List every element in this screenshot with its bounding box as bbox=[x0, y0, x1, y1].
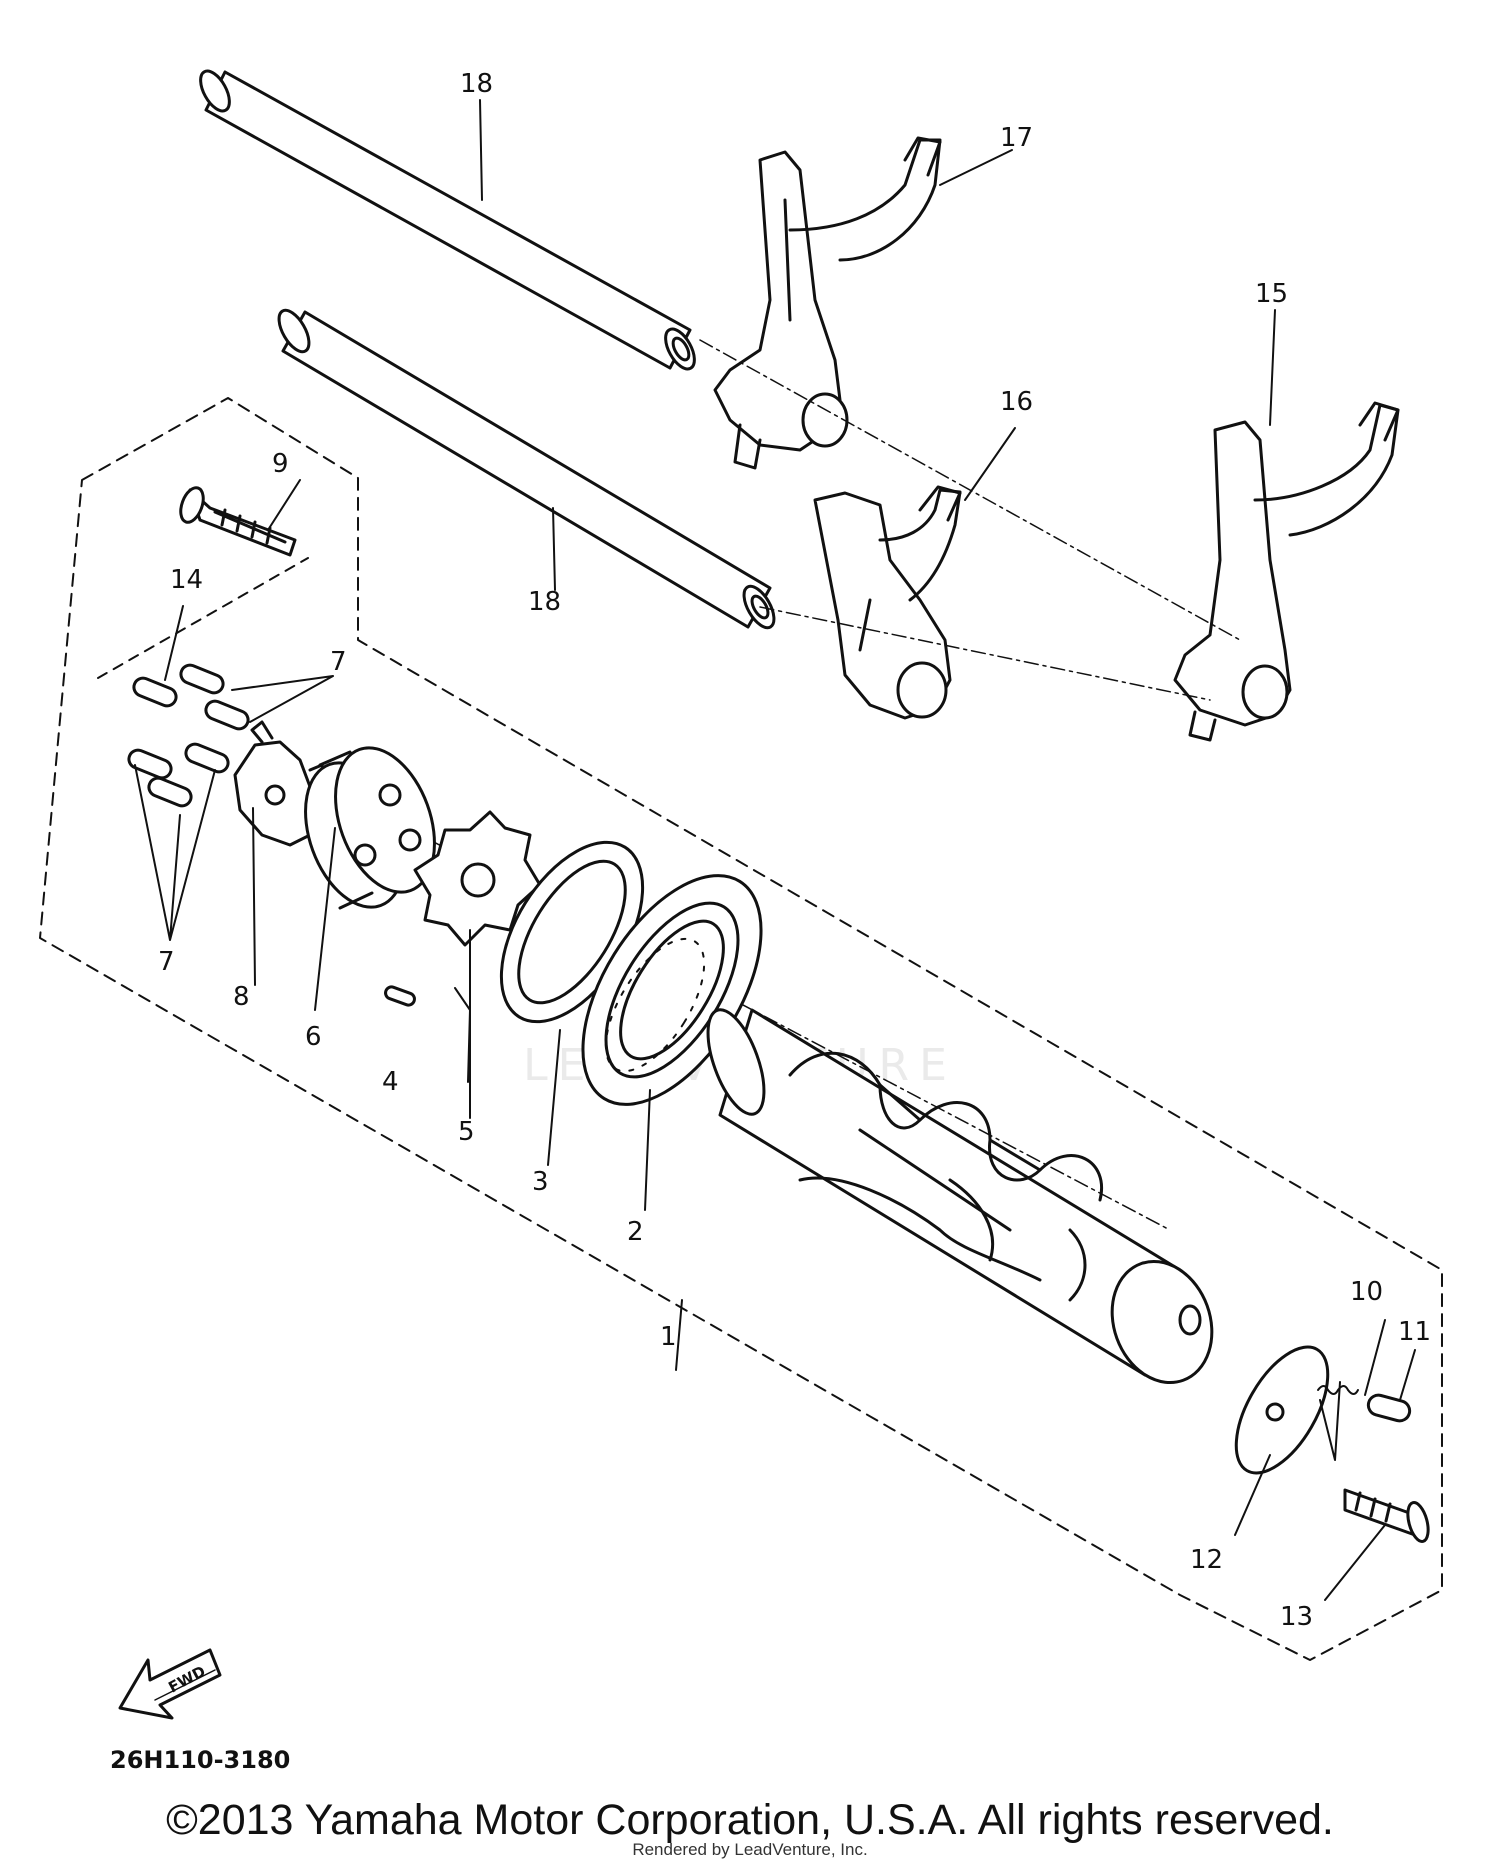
part-label-7-upper: 7 bbox=[330, 647, 347, 677]
part-label-3: 3 bbox=[532, 1167, 549, 1197]
pin-11 bbox=[1366, 1393, 1412, 1423]
part-label-14: 14 bbox=[170, 565, 203, 595]
shift-fork-16 bbox=[813, 485, 962, 720]
screw-9 bbox=[179, 486, 297, 557]
spring-10 bbox=[1317, 1385, 1359, 1395]
part-label-15: 15 bbox=[1255, 279, 1288, 309]
part-label-17: 17 bbox=[1000, 123, 1033, 153]
part-label-12: 12 bbox=[1190, 1545, 1223, 1575]
part-label-10: 10 bbox=[1350, 1277, 1383, 1307]
pins-7 bbox=[127, 663, 250, 808]
screw-13 bbox=[1343, 1488, 1430, 1543]
part-label-13: 13 bbox=[1280, 1602, 1313, 1632]
drawing-code: 26H110-3180 bbox=[110, 1746, 290, 1774]
copyright-notice: ©2013 Yamaha Motor Corporation, U.S.A. A… bbox=[166, 1796, 1334, 1844]
stopper-5 bbox=[413, 810, 542, 947]
part-label-8: 8 bbox=[233, 982, 250, 1012]
part-label-7-lower: 7 bbox=[158, 947, 175, 977]
part-label-2: 2 bbox=[627, 1217, 644, 1247]
segment-8 bbox=[233, 720, 328, 847]
leader-lines bbox=[134, 99, 1416, 1601]
part-label-9: 9 bbox=[272, 449, 289, 479]
shift-fork-17 bbox=[713, 136, 942, 470]
part-label-18-lower: 18 bbox=[528, 587, 561, 617]
dowel-pin-4 bbox=[384, 985, 416, 1007]
shift-rod-lower bbox=[277, 308, 776, 630]
shift-fork-15 bbox=[1173, 401, 1400, 742]
shift-rod-upper bbox=[199, 69, 696, 371]
part-label-1: 1 bbox=[660, 1322, 677, 1352]
part-label-5: 5 bbox=[458, 1117, 475, 1147]
part-label-6: 6 bbox=[305, 1022, 322, 1052]
fwd-arrow-icon bbox=[118, 1648, 222, 1720]
washer-12 bbox=[1234, 1345, 1330, 1475]
part-label-16: 16 bbox=[1000, 387, 1033, 417]
part-label-11: 11 bbox=[1398, 1317, 1431, 1347]
rendered-by-notice: Rendered by LeadVenture, Inc. bbox=[632, 1840, 868, 1859]
assembly-boundary bbox=[39, 397, 1443, 1661]
shift-drum-1 bbox=[706, 1008, 1214, 1385]
part-label-18-upper: 18 bbox=[460, 69, 493, 99]
drum-cam-6 bbox=[304, 746, 436, 910]
part-label-4: 4 bbox=[382, 1067, 399, 1097]
